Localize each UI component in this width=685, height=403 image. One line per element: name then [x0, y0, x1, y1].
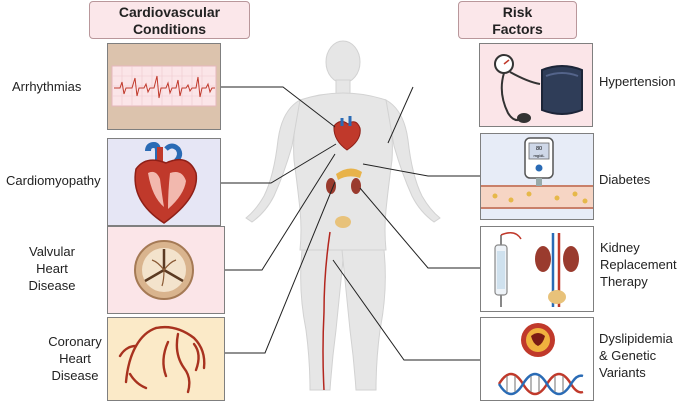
conditions-header: Cardiovascular Conditions [89, 1, 250, 39]
kidney-replacement-therapy-image [480, 226, 594, 312]
label-hypertension: Hypertension [599, 74, 676, 89]
dialysis-kidney-icon [494, 232, 579, 307]
label-cardiomyopathy: Cardiomyopathy [6, 173, 101, 188]
risk-factors-header-line1: Risk [502, 4, 533, 20]
pancreas-organ [336, 168, 362, 180]
risk-factors-header-line2: Factors [492, 21, 543, 37]
bladder-organ [335, 216, 351, 228]
heart-organ [333, 116, 361, 151]
label-arrhythmias: Arrhythmias [12, 79, 82, 94]
label-dyslipidemia-genetic-variants: Dyslipidemia & Genetic Variants [599, 331, 673, 380]
plaque-dna-icon [497, 323, 584, 396]
connector-lines [221, 86, 480, 361]
blood-pressure-cuff-icon [494, 54, 583, 123]
label-coronary-heart-disease: Coronary Heart Disease [48, 334, 102, 383]
coronary-heart-disease-image [107, 317, 225, 401]
diabetes-image: 80 mg/dL [480, 133, 594, 220]
label-valvular-heart-disease: Valvular Heart Disease [28, 244, 76, 293]
heart-valve-icon [134, 240, 194, 300]
dyslipidemia-genetic-variants-image [480, 317, 594, 401]
cardiomyopathy-image [107, 138, 221, 226]
hypertension-image [479, 43, 593, 127]
glucose-meter-icon: 80 mg/dL [481, 137, 593, 209]
arrhythmias-image [107, 43, 221, 130]
label-diabetes: Diabetes [599, 172, 651, 187]
coronary-arteries-icon [118, 325, 206, 394]
heart-cross-section-icon [134, 141, 198, 224]
kidneys-organ [326, 178, 361, 194]
conditions-header-line1: Cardiovascular [118, 4, 221, 20]
human-body-silhouette [245, 40, 441, 391]
valvular-heart-disease-image [107, 226, 225, 314]
meter-unit: mg/dL [533, 153, 545, 158]
leg-artery [322, 231, 331, 391]
label-kidney-replacement-therapy: Kidney Replacement Therapy [600, 240, 677, 289]
meter-value: 80 [536, 146, 542, 152]
risk-factors-header: Risk Factors [458, 1, 577, 39]
ecg-strip-icon [111, 65, 217, 107]
conditions-header-line2: Conditions [132, 21, 207, 37]
